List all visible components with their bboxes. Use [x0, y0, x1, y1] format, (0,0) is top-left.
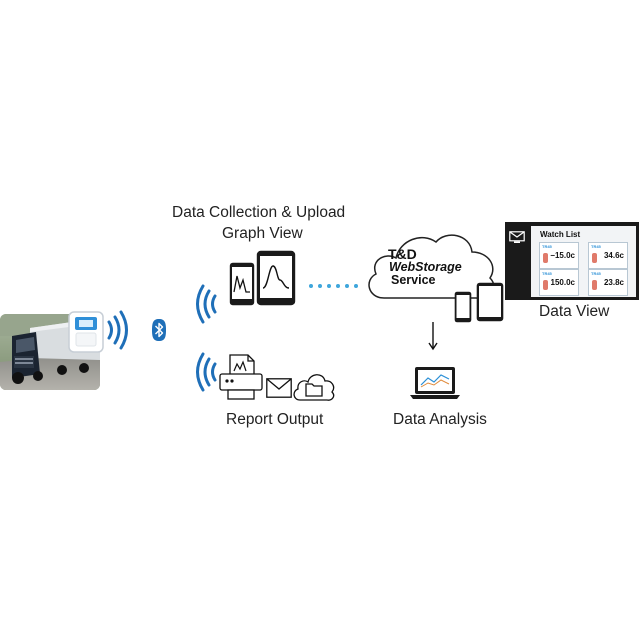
- thermometer-icon: [543, 253, 548, 263]
- watch-card[interactable]: TR45 150.0c: [539, 269, 579, 296]
- card-tag: TR45: [542, 271, 552, 276]
- card-value: 150.0c: [550, 278, 575, 287]
- report-output-label: Report Output: [226, 411, 324, 428]
- card-value: 34.6c: [603, 251, 624, 260]
- monitor-icon: Watch List TR45 −15.0c TR45 34.6c TR45 1…: [505, 222, 639, 300]
- smartphone-icon: [454, 291, 472, 328]
- watch-card[interactable]: TR45 −15.0c: [539, 242, 579, 269]
- cloud-icon: [362, 226, 500, 307]
- data-collection-label: Data Collection & Upload: [172, 204, 346, 221]
- data-logger-icon: [68, 311, 104, 358]
- signal-waves-icon: [106, 310, 128, 355]
- thermometer-icon: [592, 280, 597, 290]
- thermometer-icon: [543, 280, 548, 290]
- signal-waves-icon: [196, 352, 218, 397]
- graph-view-label: Graph View: [222, 225, 303, 242]
- thermometer-icon: [592, 253, 597, 263]
- tablet-icon: [476, 282, 504, 327]
- cloud-line-2: WebStorage: [389, 260, 462, 274]
- tablet-icon: [256, 250, 296, 311]
- card-value: −15.0c: [550, 251, 575, 260]
- watch-list-title: Watch List: [540, 230, 581, 239]
- cloud-line-3: Service: [391, 273, 436, 287]
- smartphone-icon: [229, 262, 255, 311]
- signal-waves-icon: [196, 284, 218, 329]
- folder-icon: [292, 370, 336, 407]
- data-view-label: Data View: [539, 303, 610, 320]
- mail-icon: [509, 231, 525, 249]
- cloud-title: T&D: [388, 247, 417, 261]
- card-value: 23.8c: [603, 278, 624, 287]
- watch-card[interactable]: TR45 34.6c: [588, 242, 628, 269]
- card-tag: TR45: [591, 271, 601, 276]
- envelope-icon: [266, 378, 292, 403]
- card-tag: TR45: [542, 244, 552, 249]
- laptop-icon: [410, 366, 460, 405]
- connection-dots: [308, 276, 362, 294]
- bluetooth-icon: [152, 319, 166, 346]
- down-arrow-icon: [428, 322, 438, 355]
- printer-icon: [218, 354, 264, 405]
- cloud-line-1: T&D: [388, 246, 417, 262]
- card-tag: TR45: [591, 244, 601, 249]
- data-analysis-label: Data Analysis: [393, 411, 487, 428]
- watch-list-panel: Watch List TR45 −15.0c TR45 34.6c TR45 1…: [531, 226, 636, 297]
- watch-card[interactable]: TR45 23.8c: [588, 269, 628, 296]
